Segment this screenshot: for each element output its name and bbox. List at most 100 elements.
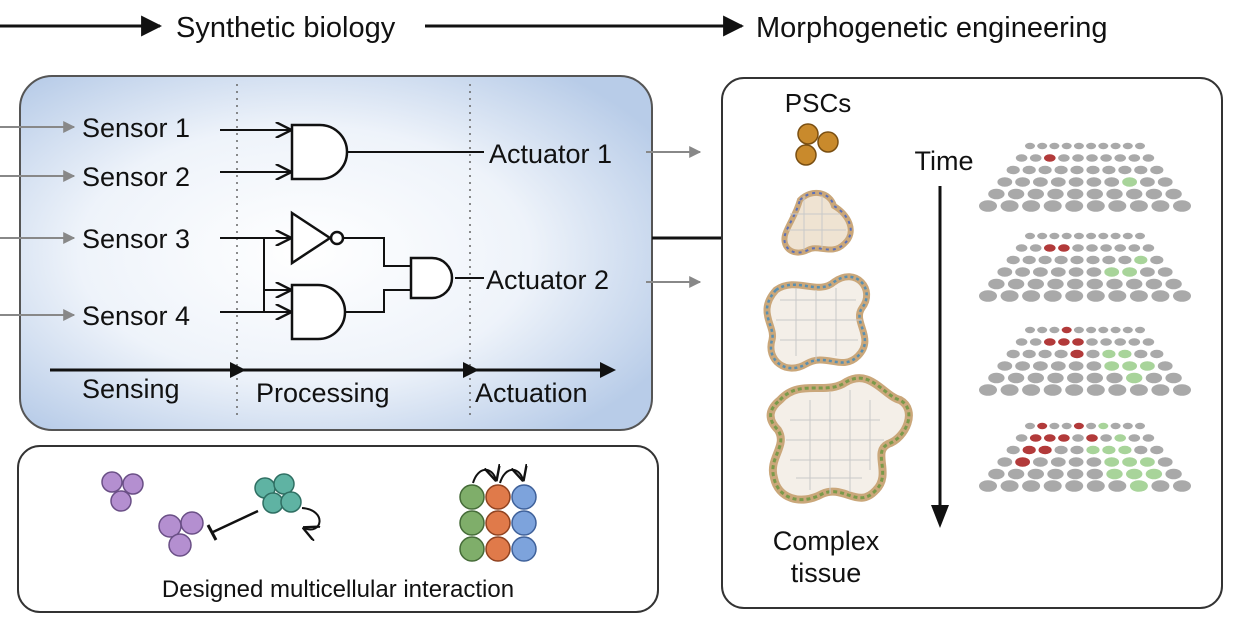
pattern-dot [1102, 165, 1116, 175]
pattern-dot [1068, 457, 1084, 467]
purple-cluster-1-icon [101, 471, 144, 512]
pattern-dot [1106, 372, 1123, 384]
pattern-dot [1100, 434, 1112, 442]
pattern-dot [1073, 142, 1084, 150]
pattern-dot [1015, 267, 1030, 277]
pattern-dot [1070, 165, 1084, 175]
interaction-caption: Designed multicellular interaction [162, 576, 514, 603]
pattern-dot [1165, 188, 1182, 200]
pattern-dot [997, 267, 1013, 277]
pattern-dot [1098, 326, 1109, 334]
pattern-dot [1027, 188, 1045, 200]
pattern-dot [1049, 422, 1060, 430]
pattern-dot [1067, 468, 1084, 480]
pattern-dot [1061, 232, 1072, 240]
actuator-2-label: Actuator 2 [486, 265, 609, 295]
pattern-dot [1015, 361, 1030, 371]
stage-processing: Processing [256, 378, 390, 408]
pattern-dot [1000, 384, 1019, 396]
pattern-dot [1086, 165, 1100, 175]
sensor-input-arrows [0, 121, 76, 321]
pattern-dot [1049, 326, 1060, 334]
pattern-dot [1134, 445, 1148, 455]
pattern-dot [1140, 177, 1155, 187]
pattern-dot [1050, 177, 1066, 187]
pattern-dot [1135, 142, 1145, 150]
pattern-dot [1061, 422, 1072, 430]
pattern-dot [1108, 384, 1127, 396]
pattern-dot [1135, 232, 1145, 240]
pattern-dot [1086, 372, 1104, 384]
pattern-dot [1022, 480, 1041, 492]
pattern-dot [1142, 434, 1155, 442]
pattern-dot [1122, 177, 1137, 187]
pattern-dot [1007, 278, 1025, 290]
pattern-dot [1015, 177, 1030, 187]
pattern-dot [1173, 200, 1191, 212]
pattern-dot [1086, 384, 1105, 396]
pattern-dot [1086, 154, 1098, 162]
pattern-dot [1108, 200, 1127, 212]
header: Synthetic biology Morphogenetic engineer… [0, 12, 1107, 44]
pattern-dot [1072, 434, 1084, 442]
self-activation-arrow-icon [302, 507, 321, 530]
pattern-dot [1029, 154, 1042, 162]
pattern-dot [1000, 290, 1019, 302]
pattern-dot [1110, 142, 1121, 150]
pattern-dot [1106, 468, 1123, 480]
pattern-dot [1102, 255, 1116, 265]
pattern-dot [1098, 422, 1109, 430]
sensor-1-label: Sensor 1 [82, 113, 190, 143]
pattern-dot [1122, 232, 1133, 240]
pattern-dot [1050, 267, 1066, 277]
pattern-dot [1015, 338, 1028, 346]
pattern-dot [1027, 468, 1045, 480]
organoid-stage-2 [763, 273, 871, 372]
pattern-dot [1049, 232, 1060, 240]
pattern-dot [1050, 361, 1066, 371]
pattern-dot [1157, 177, 1173, 187]
pattern-dot [1126, 278, 1143, 290]
pattern-dot [1102, 445, 1116, 455]
pattern-layer [979, 142, 1191, 212]
pattern-dot [1118, 445, 1132, 455]
pattern-dot [1015, 434, 1028, 442]
pattern-dot [1073, 326, 1084, 334]
pattern-dot [1068, 361, 1084, 371]
pattern-dot [1038, 165, 1052, 175]
pattern-dot [1104, 177, 1120, 187]
stage-sensing: Sensing [82, 374, 180, 404]
pattern-dot [1006, 165, 1020, 175]
pattern-dot [1067, 372, 1084, 384]
pattern-dot [1029, 434, 1042, 442]
pattern-dot [1022, 384, 1041, 396]
pattern-dot [1029, 244, 1042, 252]
pattern-dot [1058, 244, 1070, 252]
pattern-dot [1157, 267, 1173, 277]
interaction-panel: Designed multicellular interaction [17, 445, 659, 613]
pattern-dot [1044, 244, 1056, 252]
pattern-dot [1134, 165, 1148, 175]
pattern-dot [1061, 326, 1072, 334]
pattern-dot [1006, 349, 1020, 359]
actuator-output-arrows [646, 146, 702, 288]
pattern-dot [1086, 200, 1105, 212]
pattern-dot [1007, 372, 1025, 384]
pattern-dot [1108, 290, 1127, 302]
pattern-dot [1033, 267, 1048, 277]
pattern-dot [1006, 255, 1020, 265]
pattern-dot [1135, 422, 1145, 430]
pattern-dot [1007, 468, 1025, 480]
pattern-dot [1054, 255, 1068, 265]
pattern-dot [1050, 457, 1066, 467]
pattern-dot [979, 384, 997, 396]
stage-arrowheads [230, 362, 616, 378]
pattern-dot [988, 372, 1005, 384]
pattern-dot [1086, 361, 1102, 371]
pattern-dot [1047, 278, 1064, 290]
pattern-dot [1043, 290, 1062, 302]
pattern-dot [1054, 445, 1068, 455]
sensor-3-label: Sensor 3 [82, 224, 190, 254]
pattern-dot [1047, 188, 1064, 200]
pattern-dot [1128, 154, 1141, 162]
